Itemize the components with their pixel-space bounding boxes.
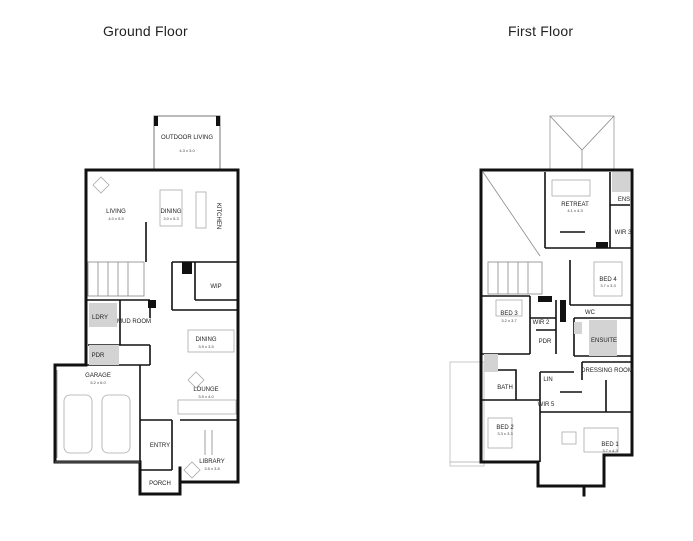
room-label: LIN <box>543 377 552 383</box>
room-label: LIVING <box>106 209 126 215</box>
room-label: WIR 3 <box>615 230 632 236</box>
outdoor-living-area <box>153 115 221 171</box>
room-label: ENS <box>618 197 630 203</box>
room-label: WC <box>585 310 596 316</box>
room-label: BED 3 <box>500 311 518 317</box>
room-dim: 3.7 x 4.3 <box>602 448 618 453</box>
room-label: KITCHEN <box>215 203 221 229</box>
room-label: PORCH <box>149 481 171 487</box>
room-label: PDR <box>92 353 105 359</box>
room-label: WIR 5 <box>538 402 555 408</box>
room-dim: 3.3 x 3.3 <box>497 431 513 436</box>
room-label: RETREAT <box>561 202 589 208</box>
room-label: OUTDOOR LIVING <box>161 135 213 141</box>
room-dim: 3.0 x 5.3 <box>163 216 179 221</box>
room-dim: 4.3 x 3.0 <box>179 148 195 153</box>
room-label: GARAGE <box>85 373 111 379</box>
room-dim: 4.0 x 5.5 <box>108 216 124 221</box>
room-label: ENSUITE <box>591 338 617 344</box>
first-floor-plan: RETREAT 4.1 x 4.3 ENS WIR 3 BED 4 3.7 x … <box>449 115 634 497</box>
room-label: LDRY <box>92 315 108 321</box>
roof-outline <box>549 115 615 171</box>
room-dim: 3.5 x 3.8 <box>204 466 220 471</box>
room-label: BATH <box>497 385 513 391</box>
room-label: PDR <box>539 339 552 345</box>
room-label: LIBRARY <box>199 459 225 465</box>
ground-floor-title: Ground Floor <box>103 23 188 39</box>
ground-floor-plan: OUTDOOR LIVING 4.3 x 3.0 LIVING 4.0 x 5.… <box>53 115 240 496</box>
room-label: BED 4 <box>599 277 617 283</box>
garage-cars <box>63 394 131 454</box>
room-dim: 3.9 x 4.0 <box>198 394 214 399</box>
first-stairs <box>487 261 543 295</box>
room-dim: 4.1 x 4.3 <box>567 208 583 213</box>
room-dim: 3.2 x 3.7 <box>501 318 517 323</box>
first-floor-title: First Floor <box>508 23 574 39</box>
ground-stairs <box>87 261 145 297</box>
room-label: ENTRY <box>150 443 170 449</box>
room-label: BED 2 <box>496 425 514 431</box>
room-label: DRESSING ROOM <box>581 368 633 374</box>
room-label: LOUNGE <box>193 387 218 393</box>
porch-walls <box>138 466 182 496</box>
room-label: DINING <box>196 337 217 343</box>
room-dim: 3.7 x 3.3 <box>600 283 616 288</box>
room-label: BED 1 <box>601 442 619 448</box>
room-dim: 5.2 x 6.0 <box>90 380 106 385</box>
room-label: MUD ROOM <box>117 319 151 325</box>
room-label: DINING <box>161 209 182 215</box>
room-dim: 3.9 x 3.5 <box>198 344 214 349</box>
room-label: WIP <box>210 284 221 290</box>
room-label: WIR 2 <box>533 320 550 326</box>
